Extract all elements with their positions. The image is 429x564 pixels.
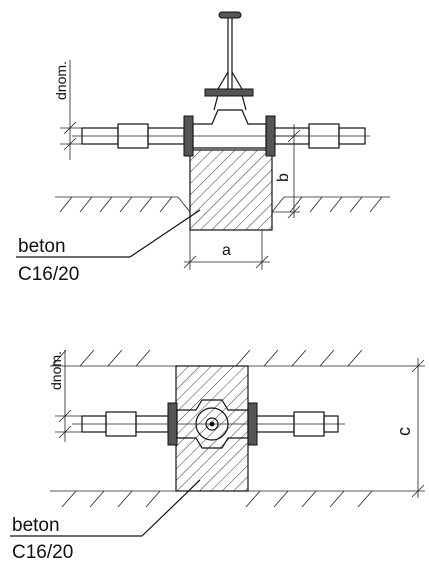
b-label: b: [275, 173, 292, 182]
dim-dnom-bottom: dnom.: [48, 350, 82, 442]
dim-c: c: [385, 358, 425, 498]
grade-label-top: C16/20: [18, 264, 79, 285]
concrete-block-bottom: [175, 365, 249, 492]
ground-hatch-right: [284, 196, 390, 213]
dim-b: b: [272, 124, 301, 219]
upper-wall-hatch: [50, 349, 385, 367]
valve-body: [183, 11, 276, 157]
trench-edges: [177, 196, 285, 213]
dnom-label-bottom: dnom.: [48, 351, 64, 390]
lower-wall-hatch: [50, 490, 385, 508]
concrete-block: [189, 149, 273, 231]
ground-hatch-left: [55, 196, 178, 213]
beton-leader-bottom: beton C16/20: [10, 479, 201, 563]
dim-dnom-top: dnom.: [53, 60, 82, 160]
left-pipe: [81, 123, 185, 149]
c-label: c: [394, 427, 414, 436]
valve-body-bottom: [167, 399, 258, 449]
dnom-label-top: dnom.: [53, 61, 69, 100]
beton-leader-top: beton C16/20: [16, 209, 201, 285]
beton-label-bottom: beton: [12, 515, 60, 536]
beton-label-top: beton: [18, 236, 66, 257]
bottom-view: dnom. c beton C16/20: [10, 349, 425, 563]
a-label: a: [222, 242, 231, 259]
grade-label-bottom: C16/20: [12, 542, 73, 563]
dim-a: a: [183, 230, 270, 270]
top-view: dnom. b a beton C16/20: [16, 11, 390, 285]
